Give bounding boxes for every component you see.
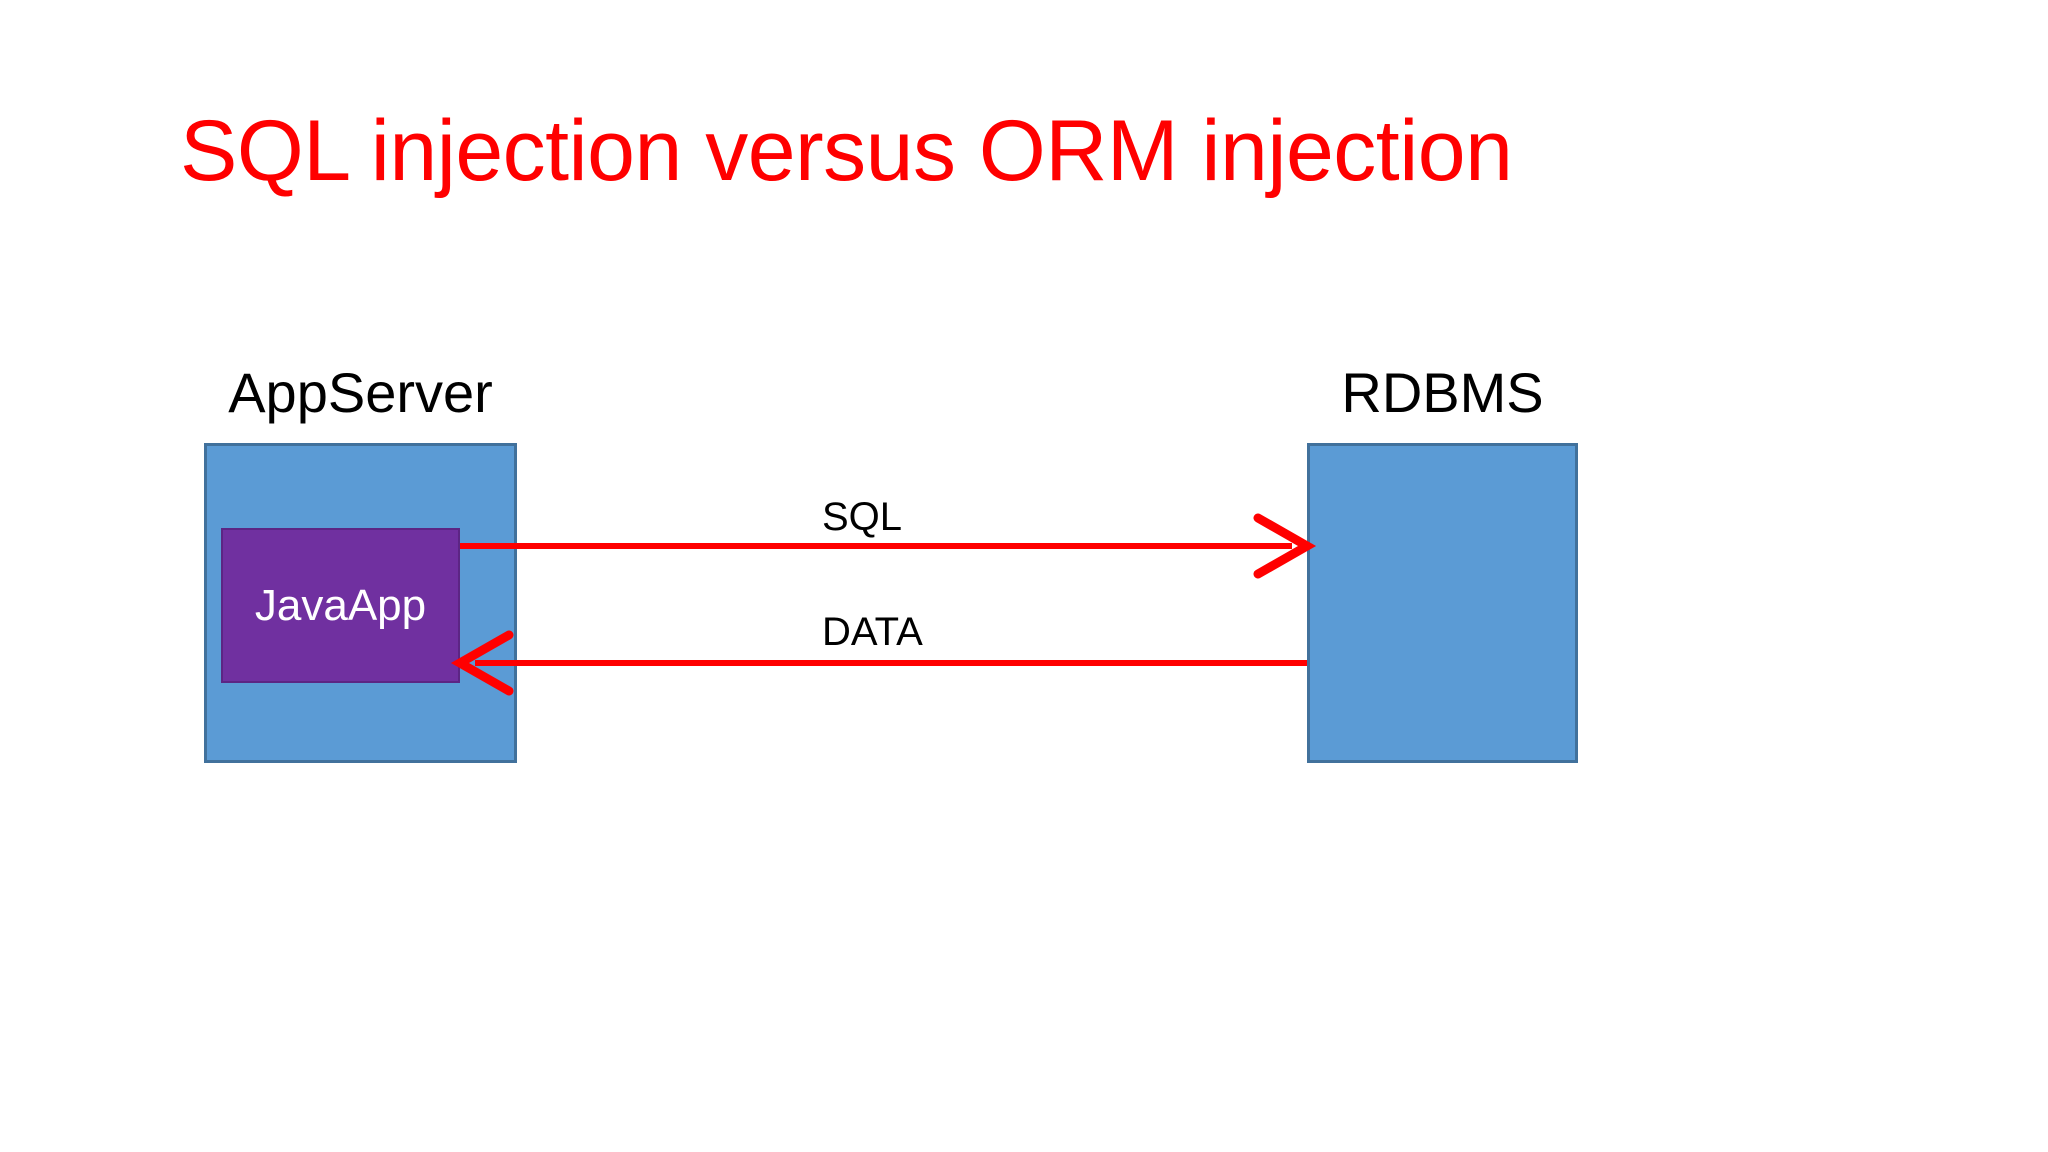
page-title: SQL injection versus ORM injection	[180, 103, 1513, 199]
javaapp-box: JavaApp	[221, 528, 460, 683]
sql-flow-label: SQL	[822, 495, 903, 539]
appserver-caption: AppServer	[228, 361, 493, 424]
rdbms-caption: RDBMS	[1341, 361, 1544, 424]
sql-arrowhead	[1253, 513, 1317, 579]
javaapp-label: JavaApp	[254, 580, 427, 630]
rdbms-box	[1307, 443, 1578, 763]
data-flow-label: DATA	[822, 610, 923, 654]
